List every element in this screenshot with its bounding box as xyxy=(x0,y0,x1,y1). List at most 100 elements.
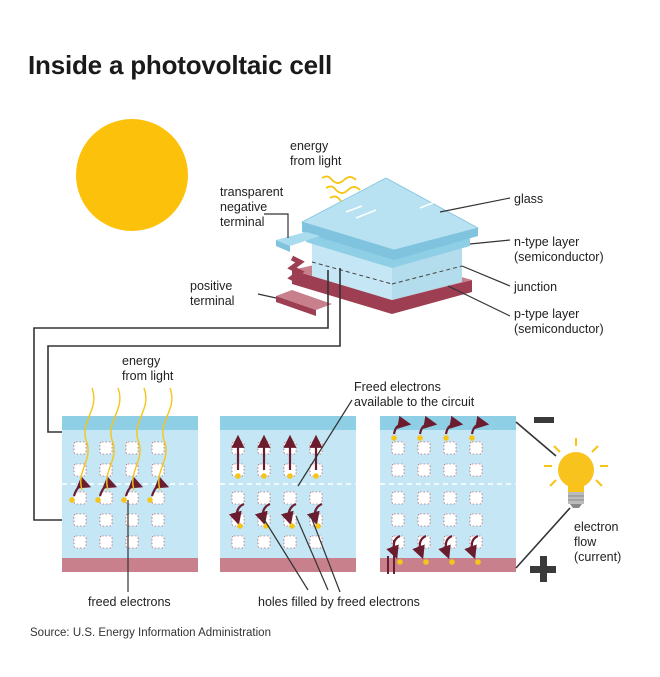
minus-sign-icon xyxy=(534,417,554,423)
light-wave xyxy=(106,387,121,491)
transparent-label-2: negative xyxy=(220,200,267,214)
atom xyxy=(73,491,87,505)
panel-bottom-layer xyxy=(380,558,516,572)
atom xyxy=(125,513,139,527)
electron xyxy=(289,523,295,529)
freed-electrons-label: freed electrons xyxy=(88,595,171,609)
source-note: Source: U.S. Energy Information Administ… xyxy=(30,627,271,639)
atom xyxy=(99,441,113,455)
atom xyxy=(257,491,271,505)
hole-arrow xyxy=(306,502,323,526)
electron-flow-label-1: electron xyxy=(574,520,619,534)
energy-label-top: energy xyxy=(290,139,329,153)
panel-top-layer xyxy=(62,416,198,430)
atom xyxy=(309,491,323,505)
junction-label: junction xyxy=(513,280,557,294)
electron xyxy=(417,435,423,441)
electron xyxy=(391,435,397,441)
atom xyxy=(125,463,139,477)
electron-flow-label-3: (current) xyxy=(574,550,621,564)
atom xyxy=(151,491,165,505)
atom xyxy=(231,491,245,505)
circuit-arrow xyxy=(418,415,438,435)
atom xyxy=(125,441,139,455)
atom xyxy=(99,535,113,549)
electron xyxy=(449,559,455,565)
panel-bottom-layer xyxy=(220,558,356,572)
electron xyxy=(95,497,101,503)
atom xyxy=(417,463,431,477)
atom xyxy=(99,513,113,527)
atom xyxy=(469,463,483,477)
hole-arrow xyxy=(228,502,245,526)
atom xyxy=(151,535,165,549)
atom xyxy=(391,491,405,505)
panel-top-layer xyxy=(220,416,356,430)
return-arrow xyxy=(438,534,453,560)
atom xyxy=(469,441,483,455)
atom xyxy=(73,463,87,477)
atom xyxy=(443,513,457,527)
atom xyxy=(73,441,87,455)
energy-label-bottom-2: from light xyxy=(122,369,174,383)
atom xyxy=(417,491,431,505)
electron xyxy=(443,435,449,441)
circuit-arrow xyxy=(392,415,412,435)
electron-flow-label-2: flow xyxy=(574,535,597,549)
positive-label-2: terminal xyxy=(190,294,234,308)
atom xyxy=(391,441,405,455)
atom xyxy=(151,463,165,477)
atom xyxy=(257,535,271,549)
electron xyxy=(287,473,293,479)
electron xyxy=(313,473,319,479)
freed-available-label-2: available to the circuit xyxy=(354,395,475,409)
holes-filled-label: holes filled by freed electrons xyxy=(258,595,420,609)
electron xyxy=(423,559,429,565)
sun-icon xyxy=(76,119,188,231)
electron-arrow xyxy=(98,476,118,497)
electron xyxy=(237,523,243,529)
glass-label: glass xyxy=(514,192,543,206)
page-title: Inside a photovoltaic cell xyxy=(28,50,332,80)
electron xyxy=(397,559,403,565)
electron xyxy=(235,473,241,479)
light-wave xyxy=(80,387,95,491)
atom xyxy=(469,491,483,505)
cell-3d xyxy=(276,177,480,316)
atom xyxy=(99,463,113,477)
atom xyxy=(443,491,457,505)
energy-label-bottom: energy xyxy=(122,354,161,368)
energy-label-top-2: from light xyxy=(290,154,342,168)
ptype-label-1: p-type layer xyxy=(514,307,579,321)
atom xyxy=(151,441,165,455)
electron-arrow xyxy=(150,476,170,497)
positive-label-1: positive xyxy=(190,279,232,293)
freed-available-label-1: Freed electrons xyxy=(354,380,441,394)
atom xyxy=(73,513,87,527)
atom xyxy=(151,513,165,527)
circuit-arrow xyxy=(444,415,464,435)
electron xyxy=(469,435,475,441)
ptype-label-2: (semiconductor) xyxy=(514,322,604,336)
electron xyxy=(475,559,481,565)
atom xyxy=(469,513,483,527)
electron xyxy=(315,523,321,529)
electron-arrow xyxy=(124,476,144,497)
return-arrow xyxy=(412,534,427,560)
atom xyxy=(391,513,405,527)
electron xyxy=(69,497,75,503)
electron xyxy=(261,473,267,479)
ntype-label-2: (semiconductor) xyxy=(514,250,604,264)
circuit-arrow xyxy=(470,415,490,435)
ntype-label-1: n-type layer xyxy=(514,235,579,249)
return-arrow xyxy=(464,534,479,560)
light-wave xyxy=(132,387,147,491)
electron xyxy=(147,497,153,503)
atom xyxy=(391,463,405,477)
atom xyxy=(417,441,431,455)
hole-arrow xyxy=(254,502,271,526)
light-wave xyxy=(158,387,173,491)
atom xyxy=(283,535,297,549)
atom xyxy=(125,535,139,549)
panel-bottom-layer xyxy=(62,558,198,572)
